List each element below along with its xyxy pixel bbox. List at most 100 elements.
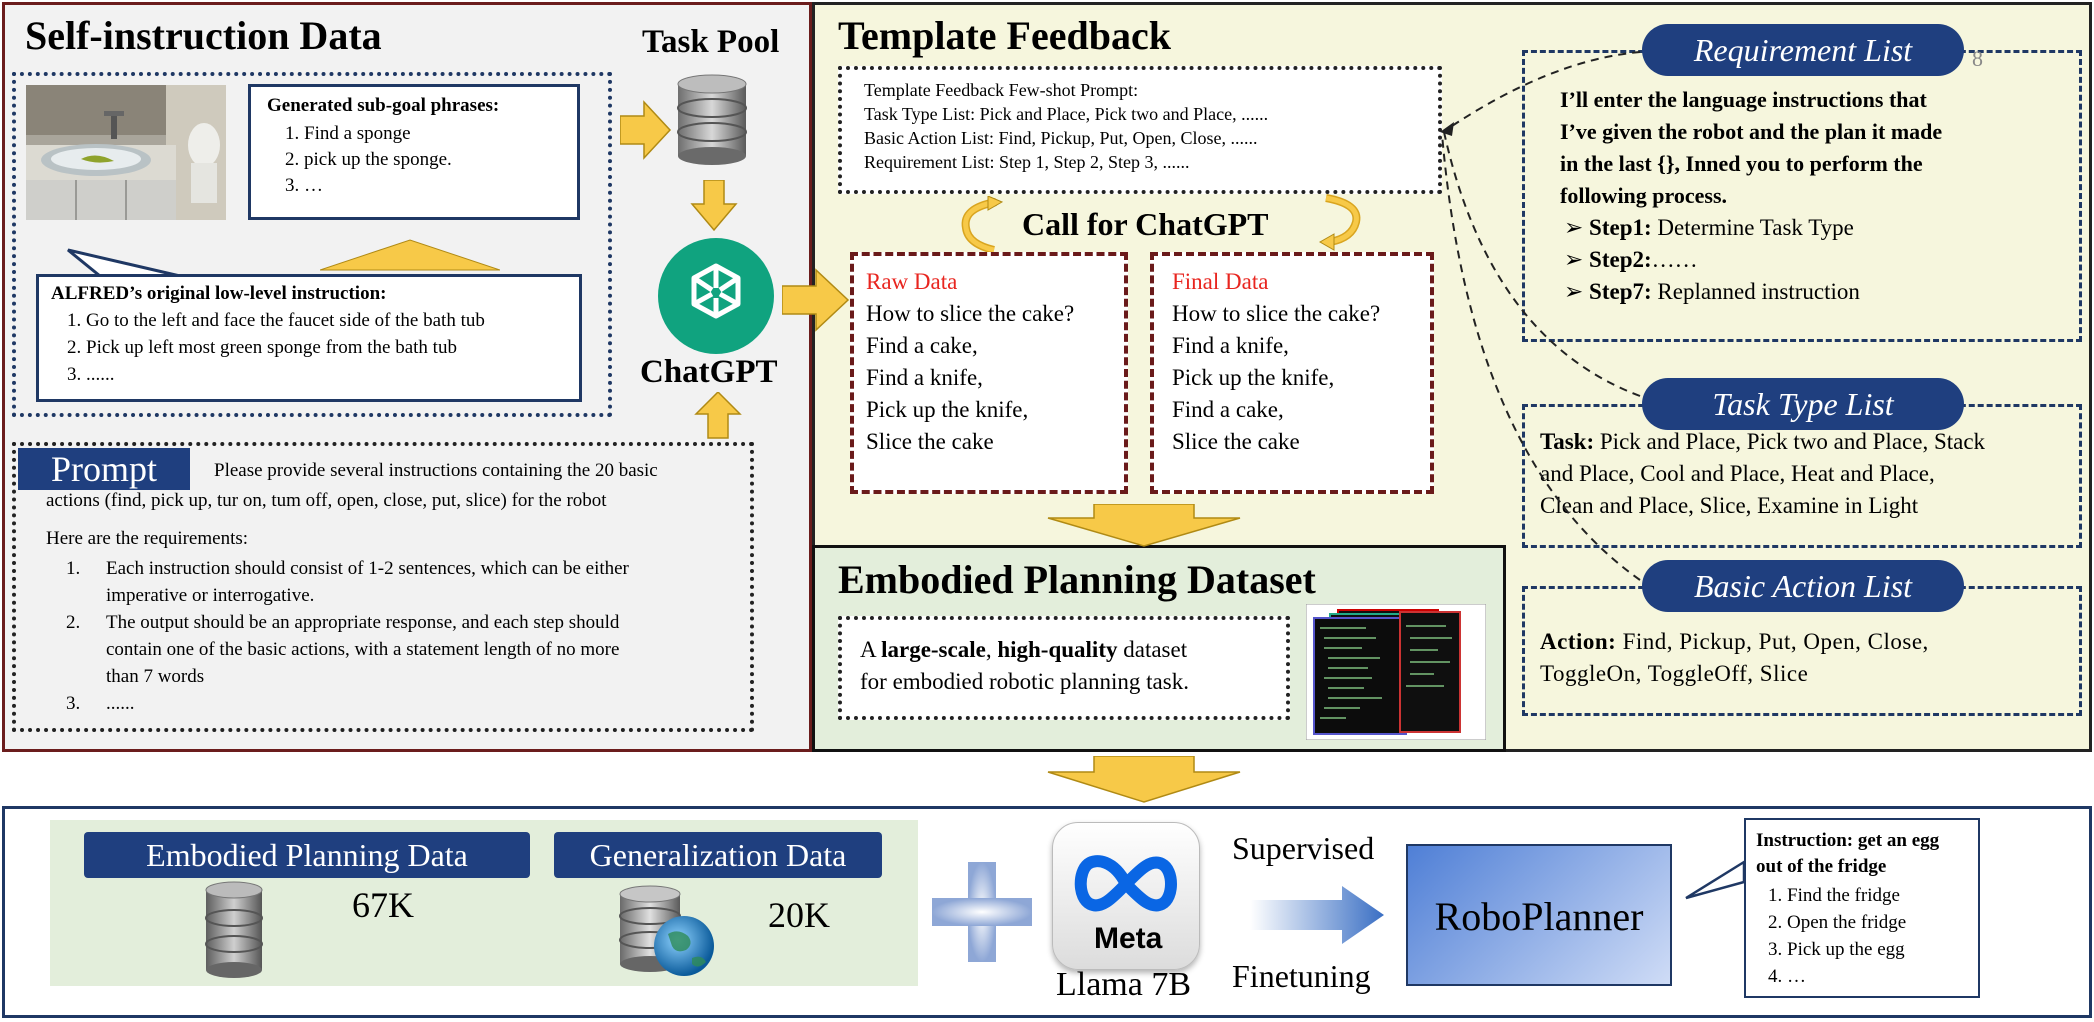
- raw-data-line: Find a knife,: [866, 365, 983, 390]
- req-num: 2.: [66, 612, 81, 633]
- finetuning-label: Finetuning: [1232, 958, 1371, 994]
- raw-data-line: Find a cake,: [866, 333, 978, 358]
- finetune-arrow: [1250, 886, 1384, 944]
- curved-arrow-left: [961, 196, 1004, 254]
- req-text: ......: [106, 693, 135, 714]
- template-feedback-title: Template Feedback: [838, 13, 1171, 58]
- embodied-dataset-title: Embodied Planning Dataset: [838, 557, 1316, 602]
- requirement-steps: ➢ Step1: Determine Task Type ➢ Step2:…… …: [1564, 212, 1860, 308]
- raw-data-line: Slice the cake: [866, 429, 994, 454]
- generalization-count: 20K: [768, 895, 830, 935]
- subgoal-item: 3. …: [285, 175, 323, 196]
- desc-line: for embodied robotic planning task.: [860, 669, 1189, 694]
- prompt-line: Basic Action List: Find, Pickup, Put, Op…: [864, 128, 1258, 148]
- req-num: 1.: [66, 558, 81, 579]
- subgoal-title: Generated sub-goal phrases:: [267, 95, 500, 116]
- down-arrow-bottom: [1047, 756, 1241, 803]
- right-arrow-rawdata: [782, 268, 850, 332]
- call-chatgpt-label: Call for ChatGPT: [1022, 206, 1269, 242]
- subgoal-item: 1. Find a sponge: [285, 123, 411, 144]
- self-instruction-title: Self-instruction Data: [25, 13, 382, 58]
- up-arrow-subgoal: [320, 239, 500, 271]
- chatgpt-label: ChatGPT: [640, 354, 778, 390]
- roboplanner-box: RoboPlanner: [1406, 844, 1672, 986]
- alfred-item: 2. Pick up left most green sponge from t…: [67, 337, 457, 358]
- requirement-marker: 8: [1972, 46, 1983, 71]
- task-pool-database-icon: [677, 74, 747, 165]
- prompt-intro-2: actions (find, pick up, tur on, tum off,…: [46, 490, 607, 511]
- instruction-step: 3. Pick up the egg: [1768, 939, 1905, 960]
- desc-part: A: [860, 637, 882, 662]
- basic-action-line: Find, Pickup, Put, Open, Close,: [1616, 629, 1929, 654]
- step-text: Replanned instruction: [1651, 279, 1860, 304]
- alfred-item: 3. ......: [67, 364, 115, 385]
- dataset-preview-image: [1306, 604, 1486, 740]
- req-text: contain one of the basic actions, with a…: [106, 639, 620, 660]
- right-arrow-taskpool: [620, 100, 672, 160]
- bathroom-image: [26, 85, 226, 220]
- instruction-title: Instruction: get an egg: [1756, 830, 1940, 851]
- prompt-line: Template Feedback Few-shot Prompt:: [864, 80, 1139, 100]
- basic-action-line: ToggleOn, ToggleOff, Slice: [1540, 661, 1809, 686]
- requirements-title: Here are the requirements:: [46, 528, 249, 549]
- desc-part: ,: [985, 637, 998, 662]
- plus-icon: [932, 862, 1032, 962]
- sample-box: [12, 72, 612, 417]
- instruction-callout-tail: [1685, 859, 1746, 900]
- requirement-intro-line: following process.: [1560, 183, 1728, 208]
- raw-data-box: Raw Data How to slice the cake? Find a c…: [850, 252, 1128, 494]
- up-arrow-chatgpt: [694, 392, 742, 439]
- embodied-planning-data-label: Embodied Planning Data: [84, 832, 530, 878]
- embodied-dataset-desc-box: A large-scale, high-quality dataset for …: [838, 616, 1290, 720]
- task-type-line: Clean and Place, Slice, Examine in Light: [1540, 493, 1919, 518]
- basic-action-text: Action: Find, Pickup, Put, Open, Close, …: [1540, 626, 1929, 690]
- desc-emph: large-scale: [881, 637, 986, 662]
- requirement-list-pill: Requirement List: [1642, 24, 1964, 76]
- task-type-line: Pick and Place, Pick two and Place, Stac…: [1594, 429, 1986, 454]
- chatgpt-logo-icon: [658, 238, 774, 354]
- req-text: The output should be an appropriate resp…: [106, 612, 620, 633]
- requirement-intro-line: in the last {}, Inned you to perform the: [1560, 151, 1923, 176]
- instruction-title: out of the fridge: [1756, 856, 1887, 877]
- step-item: ➢ Step7: Replanned instruction: [1564, 279, 1860, 304]
- subgoal-box: Generated sub-goal phrases: 1. Find a sp…: [248, 84, 580, 220]
- step-label: Step7:: [1589, 279, 1652, 304]
- meta-logo-text: Meta: [1094, 922, 1163, 955]
- raw-data-line: How to slice the cake?: [866, 301, 1075, 326]
- raw-data-line: Pick up the knife,: [866, 397, 1029, 422]
- task-type-list-pill: Task Type List: [1642, 378, 1964, 430]
- prompt-line: Task Type List: Pick and Place, Pick two…: [864, 104, 1269, 124]
- final-data-line: Find a cake,: [1172, 397, 1284, 422]
- raw-data-title: Raw Data: [866, 269, 958, 294]
- requirement-intro: I’ll enter the language instructions tha…: [1560, 84, 1942, 212]
- req-text: than 7 words: [106, 666, 205, 687]
- task-pool-title: Task Pool: [642, 24, 780, 60]
- req-text: imperative or interrogative.: [106, 585, 315, 606]
- desc-emph: high-quality: [997, 637, 1118, 662]
- curved-arrow-right: [1318, 194, 1361, 251]
- step-label: Step2:: [1589, 247, 1652, 272]
- instruction-step: 2. Open the fridge: [1768, 912, 1907, 933]
- req-text: Each instruction should consist of 1-2 s…: [106, 558, 629, 579]
- basic-action-label: Action:: [1540, 629, 1617, 654]
- final-data-box: Final Data How to slice the cake? Find a…: [1150, 252, 1434, 494]
- down-arrow-chatgpt: [690, 180, 738, 232]
- meta-infinity-icon: [1074, 855, 1177, 912]
- prompt-box: [12, 442, 754, 732]
- step-label: Step1:: [1589, 215, 1652, 240]
- few-shot-prompt-box: Template Feedback Few-shot Prompt: Task …: [838, 66, 1442, 194]
- basic-action-list-pill: Basic Action List: [1642, 560, 1964, 612]
- prompt-line: Requirement List: Step 1, Step 2, Step 3…: [864, 152, 1190, 172]
- down-arrow-dataset: [1047, 504, 1241, 547]
- req-num: 3.: [66, 693, 81, 714]
- step-text: Determine Task Type: [1651, 215, 1854, 240]
- llama-label: Llama 7B: [1056, 966, 1192, 1003]
- supervised-label: Supervised: [1232, 830, 1375, 866]
- task-type-label: Task:: [1540, 429, 1595, 454]
- generalization-database-globe-icon: [619, 885, 714, 976]
- step-text: ……: [1651, 247, 1698, 272]
- desc-part: dataset: [1117, 637, 1188, 662]
- embodied-database-icon: [205, 881, 263, 978]
- task-type-line: and Place, Cool and Place, Heat and Plac…: [1540, 461, 1935, 486]
- prompt-intro-1: Please provide several instructions cont…: [214, 460, 658, 481]
